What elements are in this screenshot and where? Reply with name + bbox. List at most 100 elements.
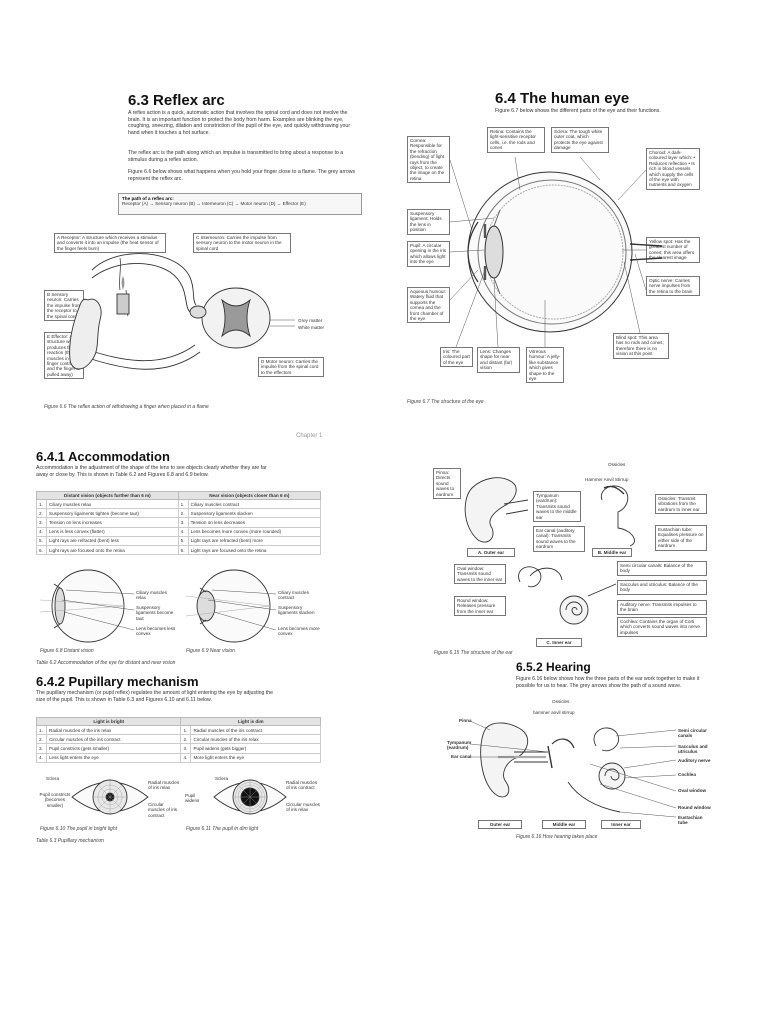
reflex-path-title: The path of a reflex arc: — [122, 196, 174, 201]
dim-radial-label: Radial muscles of iris contract — [286, 780, 318, 791]
table-cell: Less light enters the eye — [45, 752, 182, 763]
fig-near-label-lens: Lens becomes more convex — [278, 626, 320, 637]
outer-ear-pinna — [464, 477, 517, 543]
hearing-box-inner-ear: Inner ear — [601, 820, 641, 830]
table-cell: 3. — [180, 743, 192, 754]
eye-title: 6.4 The human eye — [495, 90, 630, 107]
motor-nerve-lower — [87, 351, 201, 370]
table-6-2-caption: Table 6.2 Accommodation of the eye for d… — [36, 660, 176, 666]
hearing-pinna-shape — [480, 722, 529, 798]
hearing-ossicles-shape — [551, 738, 575, 749]
bright-circular-label: Circular muscles of iris contract — [148, 802, 178, 818]
label-iris: Iris: The coloured part of the eye — [440, 347, 473, 368]
hearing-semi-circular-canals — [593, 727, 620, 752]
label-auditory-nerve: Auditory nerve: Transmits impulses to th… — [617, 600, 707, 615]
table-cell: Pupil constricts (gets smaller) — [45, 743, 182, 754]
label-round-window: Round window: Releases pressure from the… — [454, 596, 506, 617]
hearing-title: 6.5.2 Hearing — [516, 660, 591, 674]
table-cell: More light enters the eye — [190, 752, 321, 763]
reflex-figure-caption: Figure 6.6 The reflex action of withdraw… — [44, 404, 209, 410]
bright-radial-label: Radial muscles of iris relax — [148, 780, 180, 791]
sensory-nerve-lower — [91, 263, 191, 313]
hearing-label-round-window: Round window — [678, 805, 711, 810]
bright-sclera-label: Sclera — [46, 776, 60, 781]
accommodation-table: Distant vision (objects further than 6 m… — [36, 491, 322, 556]
figure-6-8-caption: Figure 6.8 Distant vision — [40, 648, 94, 654]
eye-figure-caption: Figure 6.7 The structure of the eye — [407, 399, 484, 405]
cochlea-spiral — [565, 601, 583, 616]
table-cell: 5. — [36, 535, 47, 546]
pupillary-title: 6.4.2 Pupillary mechanism — [36, 674, 199, 689]
label-oval-window: Oval window: Transmits sound waves to th… — [454, 564, 506, 585]
eyeball-choroid — [477, 179, 627, 325]
label-blind-spot: Blind spot: This area has no rods and co… — [613, 333, 669, 359]
table-row: 4.Lens is less convex (flatter)4.Lens be… — [36, 526, 322, 537]
label-ear-canal: Ear canal (auditory canal): Transmits so… — [533, 526, 585, 552]
pupillary-table-wrap: Light is bright Light is dim 1.Radial mu… — [35, 717, 321, 763]
figure-6-9-caption: Figure 6.9 Near vision — [186, 648, 235, 654]
fig-near-label-ciliary: Ciliary muscles contract — [278, 590, 309, 601]
table-cell: 4. — [180, 752, 192, 763]
motor-nerve-upper — [87, 344, 196, 362]
table-cell: Radial muscles of the iris relax — [45, 724, 182, 736]
hearing-label-auditory-nerve: Auditory nerve — [678, 758, 711, 763]
auditory-nerve-line — [587, 583, 617, 597]
cornea-outline — [467, 221, 479, 283]
table-row: 2.Suspensory ligaments tighten (become t… — [36, 508, 322, 519]
hearing-label-pinna: Pinna — [459, 718, 472, 723]
candle-flame — [121, 276, 125, 290]
table-cell: Suspensory ligaments slacken — [187, 508, 322, 519]
cochlea-shape — [559, 595, 589, 625]
label-outer-ear: A. Outer ear — [467, 548, 515, 558]
hearing-label-semi-circular: Semi circular canals — [678, 728, 707, 739]
hearing-ear-canal — [514, 751, 548, 763]
label-inner-ear: C. Inner ear — [536, 638, 582, 648]
sensory-nerve-upper — [91, 253, 197, 306]
reflex-arc-definition: The reflex arc is the path along which a… — [128, 150, 344, 163]
chapter-marker: Chapter 1 — [296, 433, 323, 439]
label-sclera: Sclera: The tough white outer coat, whic… — [551, 127, 609, 153]
semi-circular-canal-2 — [529, 567, 563, 581]
optic-nerve-shape — [629, 243, 663, 261]
table-cell: Tension on lens decreases — [187, 517, 322, 528]
dim-circular-label: Circular muscles of iris relax — [286, 802, 320, 813]
fig-distant-label-suspensory: Suspensory ligaments become taut — [136, 605, 174, 621]
near-eye-lens — [196, 590, 216, 622]
label-semi-circular-canals: Semi circular canals: Balance of the bod… — [617, 561, 707, 576]
label-eustachian-tube: Eustachian tube: Equalises pressure on e… — [655, 525, 707, 551]
table-cell: Circular muscles of the iris contract — [45, 734, 182, 745]
label-white-matter: White matter — [298, 325, 325, 330]
table-cell: 6. — [36, 544, 47, 556]
table-cell: 2. — [36, 508, 47, 519]
hearing-label-oval-window: Oval window — [678, 788, 707, 793]
pupillary-table: Light is bright Light is dim 1.Radial mu… — [35, 717, 321, 763]
hearing-eustachian-tube — [567, 781, 621, 813]
figure-6-15-caption: Figure 6.15 The structure of the ear — [434, 650, 513, 656]
reflex-intro-paragraph: A reflex action is a quick, automatic ac… — [128, 110, 351, 136]
figure-6-11-caption: Figure 6.11 The pupil in dim light — [186, 826, 259, 832]
table-cell: Radial muscles of the iris contract — [190, 724, 321, 736]
accommodation-table-wrap: Distant vision (objects further than 6 m… — [36, 491, 322, 556]
hearing-box-outer-ear: Outer ear — [478, 820, 522, 830]
hearing-box-middle-ear: Middle ear — [542, 820, 586, 830]
label-interneuron: C Interneuron: Carries the impulse from … — [193, 233, 291, 254]
label-aqueous-humour: Aqueous humour: Watery fluid that suppor… — [407, 287, 450, 324]
dorsal-root-ganglion — [189, 305, 207, 319]
label-receptor: A Receptor: A structure which receives a… — [54, 233, 166, 254]
fig-distant-label-lens: Lens becomes less convex — [136, 626, 176, 637]
label-lens: Lens: Changes shape for near and distant… — [477, 347, 520, 373]
eye-diagram: Figure 6.7 The structure of the eye — [407, 156, 663, 405]
reflex-path-box: The path of a reflex arc: Receptor (A) →… — [118, 193, 362, 215]
outer-ear-canal — [503, 499, 529, 515]
reflex-figure-intro: Figure 6.6 below shows what happens when… — [128, 169, 356, 182]
table-cell: Light rays are refracted (bent) more — [187, 535, 322, 546]
label-motor-neuron: D Motor neuron: Carries the impulse from… — [258, 357, 324, 378]
hearing-intro: Figure 6.16 below shows how the three pa… — [516, 676, 700, 689]
hearing-eardrum — [547, 745, 553, 769]
dim-pupil-label: Pupil widens — [185, 793, 200, 804]
